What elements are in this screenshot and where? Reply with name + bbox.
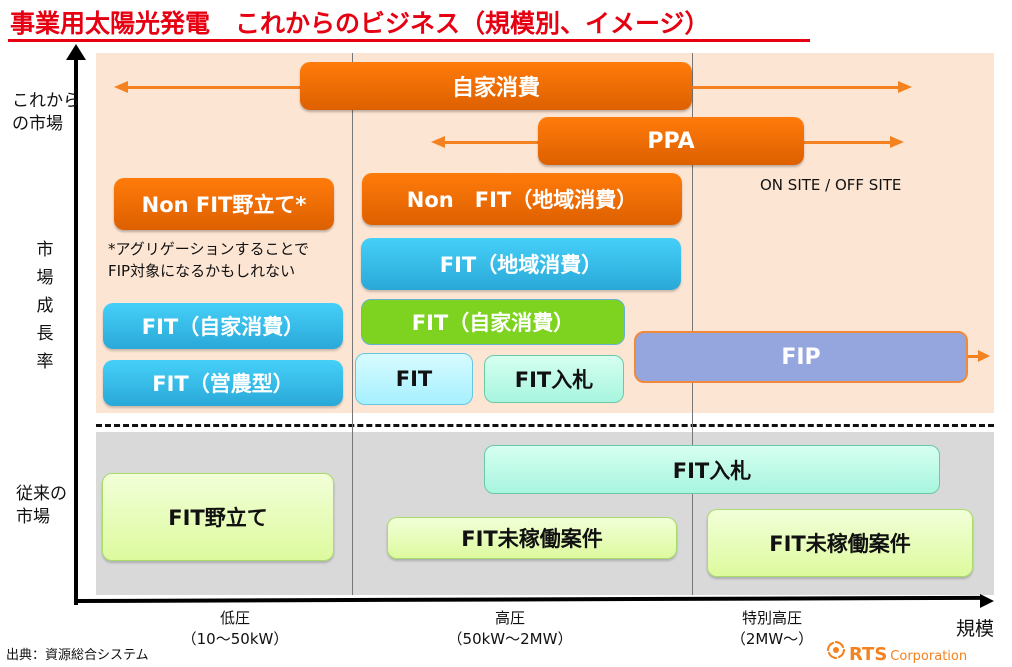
box-label: PPA [647,128,695,154]
y-label-future-market: これから の市場 [12,90,80,136]
x-label-range: （2MW～） [730,630,814,648]
x-label-name: 高圧 [494,609,525,627]
y-label-char: 市 [36,240,54,260]
box-label: FIT未稼働案件 [769,532,911,556]
x-label-high-voltage: 高圧 （50kW～2MW） [440,608,580,650]
y-label-char: 場 [36,268,54,288]
box-label: FIT（自家消費） [141,315,305,339]
y-label-growth-rate: 市 場 成 長 率 [34,236,56,376]
y-label-char: 成 [36,296,54,316]
page-title: 事業用太陽光発電 これからのビジネス（規模別、イメージ） [10,9,710,38]
box-fit-jika-low: FIT（自家消費） [103,303,343,349]
logo-mark: RTS [849,644,888,665]
box-fit-mikado-extra: FIT未稼働案件 [707,509,973,577]
y-axis-arrow-icon [66,44,86,60]
x-axis-label: 規模 [956,618,995,640]
x-label-low-voltage: 低圧 （10～50kW） [170,608,300,650]
box-fit-einou: FIT（営農型） [103,360,343,406]
divider-low-high [352,53,353,595]
ppa-sublabel: ON SITE / OFF SITE [760,176,902,194]
box-nonfit-chiiki: Non FIT（地域消費） [362,173,682,225]
x-axis-line [75,595,983,603]
box-label: Non FIT野立て* [141,193,307,217]
box-fit-chiiki: FIT（地域消費） [361,238,681,290]
logo-text: Corporation [890,649,968,664]
box-fit-nodate: FIT野立て [102,473,334,561]
arrow-left-icon [431,136,445,148]
rts-logo: RTS Corporation [826,640,967,665]
box-label: FIT（地域消費） [439,253,603,277]
box-nonfit-nodate: Non FIT野立て* [114,178,334,230]
title-underline [8,39,810,42]
box-label: FIT入札 [514,368,594,392]
divider-high-extra [692,53,693,595]
ppa-left-arrow-shaft [444,141,540,144]
fip-arrow-shaft [966,355,980,358]
ppa-right-arrow-shaft [802,141,892,144]
arrow-right-icon [890,136,904,148]
x-label-extra-high-voltage: 特別高圧 （2MW～） [712,608,832,650]
x-label-name: 特別高圧 [741,609,802,627]
box-label: FIT [395,367,433,391]
box-label: FIP [781,344,821,370]
footnote-line: FIP対象になるかもしれない [108,262,296,280]
x-label-range: （50kW～2MW） [447,630,573,648]
y-label-char: 率 [36,352,54,372]
box-label: FIT（営農型） [152,372,294,396]
arrow-left-icon [114,81,128,93]
y-label-line: 従来の [16,484,67,504]
y-label-traditional-market: 従来の 市場 [16,483,67,529]
x-label-range: （10～50kW） [181,630,289,648]
y-label-line: の市場 [12,114,63,134]
jika-shohi-left-arrow-shaft [126,86,302,89]
sun-swirl-icon [826,640,846,660]
box-fit-high: FIT [355,353,473,405]
box-label: 自家消費 [451,76,540,101]
source-credit: 出典：資源総合システム [6,648,149,663]
y-label-line: これから [12,91,80,111]
y-axis-line [74,55,78,605]
y-label-line: 市場 [16,507,50,527]
box-label: FIT（自家消費） [411,311,575,335]
box-label: FIT野立て [168,506,268,530]
arrow-right-icon [898,81,912,93]
x-axis-arrow-icon [980,594,994,608]
box-fit-jika-high: FIT（自家消費） [361,299,625,345]
jika-shohi-right-arrow-shaft [690,86,900,89]
market-divider-dashed-line [96,424,994,427]
footnote-line: *アグリゲーションすることで [108,240,310,258]
box-jika-shohi: 自家消費 [300,62,692,110]
box-fit-nyusatsu-upper: FIT入札 [484,355,624,403]
x-label-name: 低圧 [219,609,250,627]
box-label: FIT未稼働案件 [461,527,603,551]
box-fip: FIP [634,331,968,383]
box-ppa: PPA [538,117,804,165]
box-fit-nyusatsu-lower: FIT入札 [484,445,940,494]
box-fit-mikado-high: FIT未稼働案件 [387,517,677,559]
box-label: Non FIT（地域消費） [406,188,638,212]
footnote: *アグリゲーションすることで FIP対象になるかもしれない [108,238,309,282]
y-label-char: 長 [36,324,54,344]
box-label: FIT入札 [672,458,752,483]
arrow-right-icon [978,350,990,362]
